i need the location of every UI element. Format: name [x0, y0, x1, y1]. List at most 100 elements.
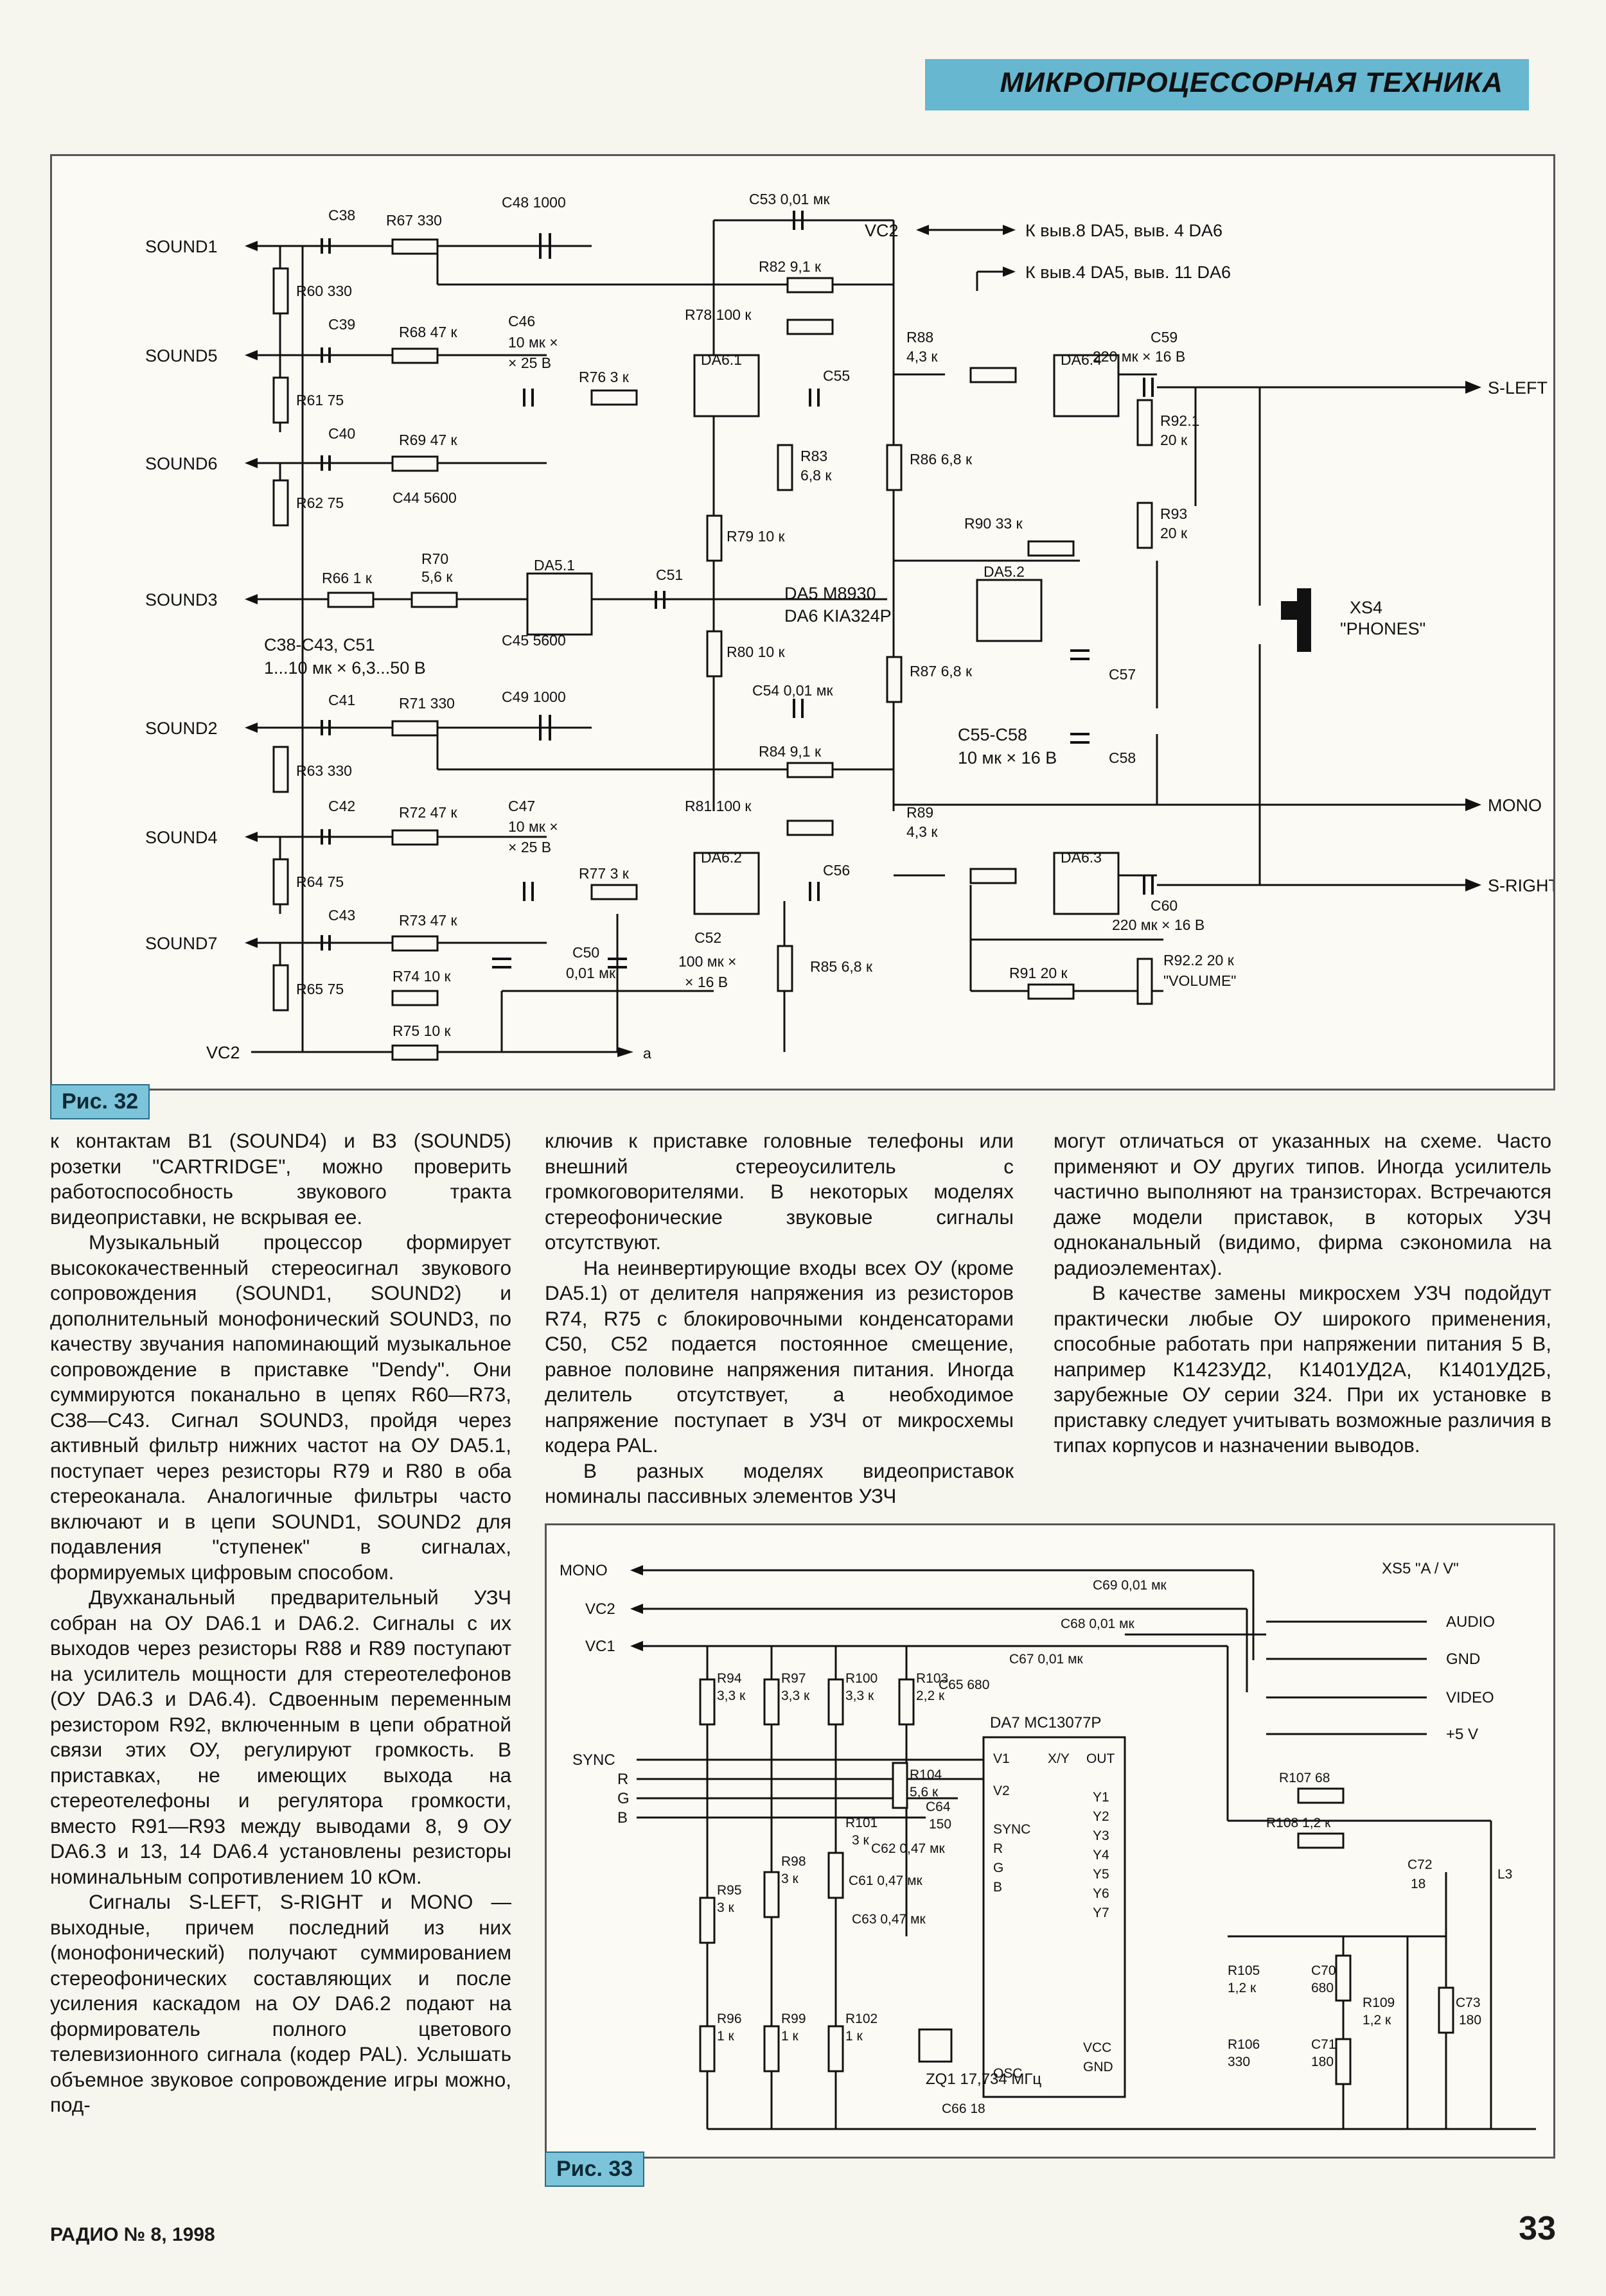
r78-label: R78 100 к	[685, 306, 752, 323]
r94-value: 3,3 к	[717, 1688, 746, 1703]
r73-label: R73 47 к	[399, 912, 458, 929]
r102-label: R102	[845, 2011, 878, 2026]
c54-label: C54 0,01 мк	[752, 682, 834, 699]
xs5-connector-label: XS5 "A / V"	[1382, 1560, 1459, 1577]
c47-value: 10 мк ×	[508, 818, 558, 835]
r89-value: 4,3 к	[906, 823, 938, 840]
c57-label: C57	[1109, 666, 1136, 683]
sound3-label: SOUND3	[145, 590, 218, 609]
r104-value: 5,6 к	[910, 1785, 939, 1800]
pin-y1: Y1	[1093, 1790, 1109, 1805]
fig33-vc2-label: VC2	[585, 1600, 615, 1618]
r70-value: 5,6 к	[421, 568, 453, 585]
c63-label: C63 0,47 мк	[852, 1912, 926, 1927]
c67-label: C67 0,01 мк	[1009, 1652, 1084, 1667]
pin-y4: Y4	[1093, 1848, 1109, 1862]
c52-unit: × 16 В	[685, 974, 728, 990]
col2-paragraph-3: В разных моделях видеоприставок номиналы…	[545, 1459, 1014, 1508]
c44-label: C44 5600	[393, 489, 457, 506]
r92-1-value: 20 к	[1160, 432, 1188, 448]
c69-label: C69 0,01 мк	[1093, 1578, 1167, 1593]
figure-32-schematic: SOUND1 SOUND5 SOUND6 SOUND3 SOUND2 SOUND…	[50, 154, 1555, 1091]
r93-value: 20 к	[1160, 525, 1188, 541]
r92-2-name: "VOLUME"	[1163, 972, 1236, 989]
r64-label: R64 75	[296, 873, 344, 890]
chip-note-da5: DA5 M8930	[784, 584, 876, 603]
c45-label: C45 5600	[502, 632, 566, 649]
r74-label: R74 10 к	[393, 968, 452, 985]
r98-value: 3 к	[781, 1871, 799, 1886]
c46-unit: × 25 В	[508, 355, 551, 371]
r109-value: 1,2 к	[1363, 2013, 1391, 2028]
c64-value: 150	[929, 1817, 951, 1832]
cap-note-2: 1...10 мк × 6,3...50 В	[264, 658, 426, 678]
pin-osc: OSC	[993, 2066, 1023, 2081]
r108-label: R108 1,2 к	[1266, 1816, 1331, 1830]
r84-label: R84 9,1 к	[759, 743, 822, 760]
col1-paragraph-1: к контактам B1 (SOUND4) и B3 (SOUND5) ро…	[50, 1129, 511, 1229]
c73-label: C73	[1456, 1995, 1481, 2010]
col2-paragraph-2: На неинвертирующие входы всех ОУ (кроме …	[545, 1256, 1014, 1457]
fig33-g-label: G	[617, 1790, 630, 1807]
r65-label: R65 75	[296, 981, 344, 997]
r70-label: R70	[421, 550, 448, 567]
c41-label: C41	[328, 692, 355, 708]
c71-value: 180	[1311, 2055, 1334, 2069]
col1-paragraph-4: Сигналы S-LEFT, S-RIGHT и MONO — выходны…	[50, 1890, 511, 2116]
c46-value: 10 мк ×	[508, 334, 558, 351]
r93-label: R93	[1160, 505, 1187, 522]
vc2-note-1: К выв.8 DA5, выв. 4 DA6	[1025, 221, 1222, 240]
pin-sync: SYNC	[993, 1822, 1030, 1837]
section-header-band: МИКРОПРОЦЕССОРНАЯ ТЕХНИКА	[925, 59, 1529, 110]
sound4-label: SOUND4	[145, 828, 218, 847]
pin-y7: Y7	[1093, 1906, 1109, 1920]
r103-label: R103	[916, 1671, 948, 1686]
r89-label: R89	[906, 804, 933, 821]
fig33-r-label: R	[617, 1771, 628, 1788]
vc2-ref-label: VC2	[865, 221, 899, 240]
sound1-label: SOUND1	[145, 237, 218, 256]
r77-label: R77 3 к	[579, 865, 630, 882]
r92-1-label: R92.1	[1160, 412, 1199, 429]
c64-label: C64	[926, 1800, 951, 1814]
sound7-label: SOUND7	[145, 934, 218, 953]
r99-value: 1 к	[781, 2029, 799, 2044]
c48-label: C48 1000	[502, 194, 566, 211]
r72-label: R72 47 к	[399, 804, 458, 821]
s-left-output: S-LEFT	[1488, 378, 1548, 398]
r97-value: 3,3 к	[781, 1688, 810, 1703]
pin-g: G	[993, 1861, 1003, 1875]
r75-label: R75 10 к	[393, 1022, 452, 1039]
r81-label: R81 100 к	[685, 798, 752, 814]
vc2-note-2: К выв.4 DA5, выв. 11 DA6	[1025, 263, 1231, 282]
cap-note-1: C38-C43, C51	[264, 635, 375, 654]
r71-label: R71 330	[399, 695, 455, 712]
c50-value: 0,01 мк	[566, 965, 616, 981]
c40-label: C40	[328, 425, 355, 442]
c60-label: C60	[1151, 897, 1178, 914]
r109-label: R109	[1363, 1995, 1395, 2010]
c72-label: C72	[1407, 1857, 1433, 1872]
sound5-label: SOUND5	[145, 346, 218, 365]
r106-label: R106	[1228, 2037, 1260, 2052]
da5-2-label: DA5.2	[984, 563, 1025, 580]
c39-label: C39	[328, 316, 355, 333]
issue-footer: РАДИО № 8, 1998	[50, 2224, 215, 2245]
figure-33-caption: Рис. 33	[545, 2151, 645, 2187]
c62-label: C62 0,47 мк	[871, 1841, 946, 1856]
r98-label: R98	[781, 1854, 806, 1869]
pin-r: R	[993, 1841, 1003, 1856]
r88-label: R88	[906, 329, 933, 346]
r61-label: R61 75	[296, 392, 344, 408]
c53-label: C53 0,01 мк	[749, 191, 831, 207]
c47-label: C47	[508, 798, 535, 814]
r68-label: R68 47 к	[399, 324, 458, 340]
r79-label: R79 10 к	[727, 528, 786, 545]
section-title: МИКРОПРОЦЕССОРНАЯ ТЕХНИКА	[1000, 67, 1503, 98]
pin-gnd: GND	[1083, 2060, 1113, 2074]
c52-label: C52	[694, 929, 721, 946]
da6-1-label: DA6.1	[701, 351, 742, 368]
c68-label: C68 0,01 мк	[1061, 1617, 1135, 1631]
xs4-label: XS4	[1350, 598, 1382, 617]
l3-label: L3	[1497, 1867, 1512, 1882]
